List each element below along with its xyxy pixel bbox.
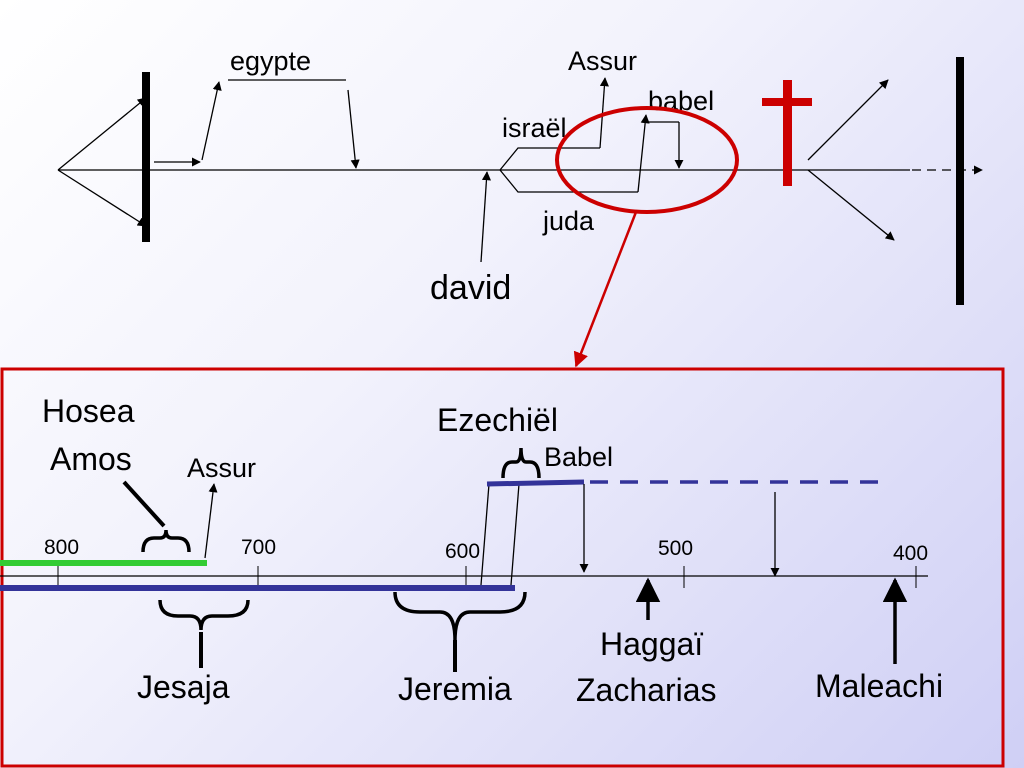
- wedge-lower-arrow: [57, 169, 147, 227]
- label-assur-top: Assur: [568, 46, 637, 76]
- label-david: david: [430, 269, 511, 307]
- cross-icon: [762, 80, 812, 186]
- label-babel-detail: Babel: [544, 442, 613, 472]
- label-israel: israël: [502, 113, 567, 143]
- label-jesaja: Jesaja: [137, 669, 230, 705]
- beginning-bar: [142, 72, 150, 242]
- label-juda: juda: [542, 206, 595, 236]
- egypte-up-arrow: [201, 81, 222, 161]
- wedge-upper-arrow: [57, 97, 147, 171]
- hosea-amos-pointer: [122, 480, 166, 528]
- tick-label-600: 600: [445, 540, 480, 563]
- label-assur-detail: Assur: [187, 453, 256, 483]
- exile-left-line: [480, 483, 490, 586]
- highlight-circle: [555, 106, 739, 214]
- label-amos: Amos: [50, 441, 132, 477]
- label-zacharias: Zacharias: [576, 672, 717, 708]
- tick-label-800: 800: [44, 536, 79, 559]
- david-arrow: [480, 171, 491, 263]
- label-egypte: egypte: [230, 46, 311, 76]
- label-jeremia: Jeremia: [398, 671, 512, 707]
- tick-label-500: 500: [658, 537, 693, 560]
- egypte-down-arrow: [347, 89, 360, 169]
- kingdom-split: [499, 147, 638, 193]
- top-timeline: egypte david israël juda Assur babel: [57, 46, 983, 307]
- zoom-connector-arrow: [573, 211, 638, 368]
- babel-up-arrow: [637, 114, 650, 193]
- label-hosea: Hosea: [42, 393, 135, 429]
- tick-label-400: 400: [893, 542, 928, 565]
- label-ezechiel: Ezechiël: [437, 402, 558, 438]
- assur-detail-arrow: [204, 483, 218, 559]
- end-bar: [956, 57, 964, 305]
- exile-right-line: [510, 483, 520, 586]
- jeremia-brace: [393, 591, 527, 641]
- tick-label-700: 700: [241, 536, 276, 559]
- label-haggai: Haggaï: [600, 626, 703, 662]
- detail-timeline: 800 700 600 500 400 Hosea Amos Assur Jes…: [0, 393, 943, 708]
- detail-frame: [0, 367, 1005, 768]
- label-maleachi: Maleachi: [815, 668, 943, 704]
- ezechiel-brace: [501, 447, 541, 479]
- fan-upper-arrow: [807, 79, 889, 161]
- jesaja-brace: [158, 599, 250, 631]
- exile-period-bar: [486, 479, 585, 487]
- hosea-amos-brace: [141, 529, 191, 553]
- fan-lower-arrow: [807, 169, 895, 241]
